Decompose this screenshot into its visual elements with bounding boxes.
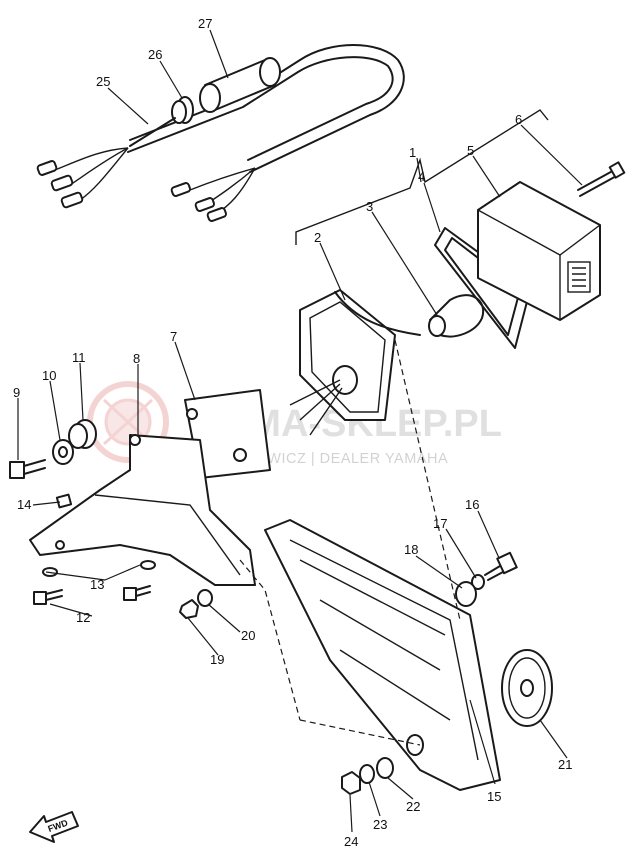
- fwd-arrow-icon: FWD: [29, 811, 79, 843]
- callout-9: 9: [13, 385, 20, 400]
- leader-lines: [17, 29, 583, 833]
- hardware-left: [9, 419, 213, 619]
- callout-15: 15: [487, 789, 501, 804]
- callout-13: 13: [90, 577, 104, 592]
- callout-20: 20: [241, 628, 255, 643]
- callout-25: 25: [96, 74, 110, 89]
- tail-lens: [477, 181, 601, 321]
- hardware-bottom: [341, 757, 394, 795]
- wire-harness: [36, 44, 405, 222]
- bulb: [428, 294, 485, 338]
- callout-7: 7: [170, 329, 177, 344]
- callout-11: 11: [72, 350, 86, 365]
- callout-16: 16: [465, 497, 479, 512]
- lens-screw: [577, 161, 626, 197]
- callout-14: 14: [17, 497, 31, 512]
- callout-3: 3: [366, 199, 373, 214]
- callout-2: 2: [314, 230, 321, 245]
- callout-12: 12: [76, 610, 90, 625]
- callout-18: 18: [404, 542, 418, 557]
- callout-21: 21: [558, 757, 572, 772]
- callout-6: 6: [515, 112, 522, 127]
- mount-plate: [184, 389, 271, 479]
- callout-5: 5: [467, 143, 474, 158]
- license-bracket: [264, 519, 501, 791]
- callout-17: 17: [433, 516, 447, 531]
- callout-22: 22: [406, 799, 420, 814]
- callout-10: 10: [42, 368, 56, 383]
- lamp-wires: [289, 379, 343, 436]
- rear-bracket: [29, 434, 256, 586]
- callout-numbers: 1 2 3 4 5 6 7 8 9 10 11 12 13 14 15 16 1…: [13, 16, 572, 849]
- callout-1: 1: [409, 145, 416, 160]
- callout-8: 8: [133, 351, 140, 366]
- callout-24: 24: [344, 834, 358, 849]
- lamp-base-plate: [299, 289, 421, 421]
- reflector: [501, 649, 553, 727]
- callout-4: 4: [418, 169, 425, 184]
- assembly-bracket: [295, 109, 549, 245]
- callout-27: 27: [198, 16, 212, 31]
- callout-26: 26: [148, 47, 162, 62]
- projection-lines: [239, 339, 461, 746]
- callout-23: 23: [373, 817, 387, 832]
- callout-19: 19: [210, 652, 224, 667]
